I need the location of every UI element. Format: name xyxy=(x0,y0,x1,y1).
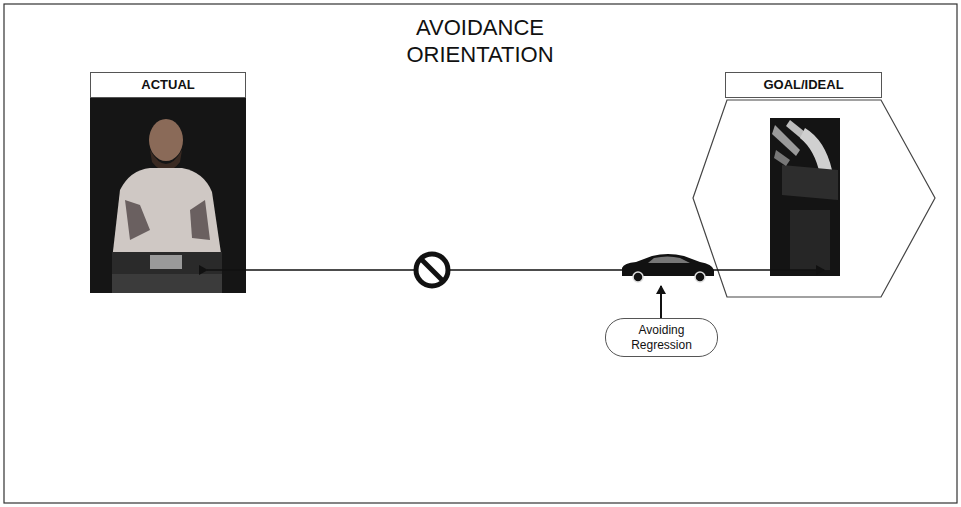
continuum-line xyxy=(207,269,824,271)
car-icon xyxy=(622,254,714,282)
label-box: GOAL/IDEAL xyxy=(725,72,882,98)
frame xyxy=(4,4,957,503)
node-text: ACTUAL xyxy=(141,77,194,93)
callout-pill: Avoiding Regression xyxy=(605,318,718,357)
leader-arrow xyxy=(660,286,662,318)
node-text: Avoiding Regression xyxy=(617,323,707,352)
prohibition-symbol xyxy=(416,254,448,286)
goal-photo xyxy=(693,100,935,297)
node-text: GOAL/IDEAL xyxy=(763,77,843,93)
diagram-title: AVOIDANCE ORIENTATION xyxy=(385,14,575,68)
label-box: ACTUAL xyxy=(90,72,246,98)
actual-photo xyxy=(90,96,246,293)
